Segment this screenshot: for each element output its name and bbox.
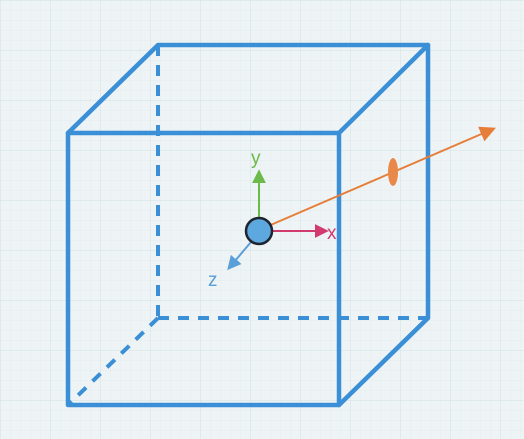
cube-hidden-edge-diagonal: [66, 316, 160, 407]
cube-front-face: [65, 130, 342, 408]
z-axis-arrow: [227, 241, 252, 271]
cube-right-face-edges: [336, 42, 431, 408]
cube-visible-edges: [65, 42, 431, 408]
cube-top-face-edges: [65, 42, 431, 136]
ray-arrow: [258, 126, 496, 231]
z-axis-label: z: [208, 270, 218, 291]
ray-intersection-marker: [388, 158, 398, 186]
y-axis-label: y: [251, 148, 261, 169]
x-axis-label: x: [327, 223, 337, 244]
origin-point: [244, 216, 274, 246]
cube-hidden-edges: [66, 45, 428, 407]
